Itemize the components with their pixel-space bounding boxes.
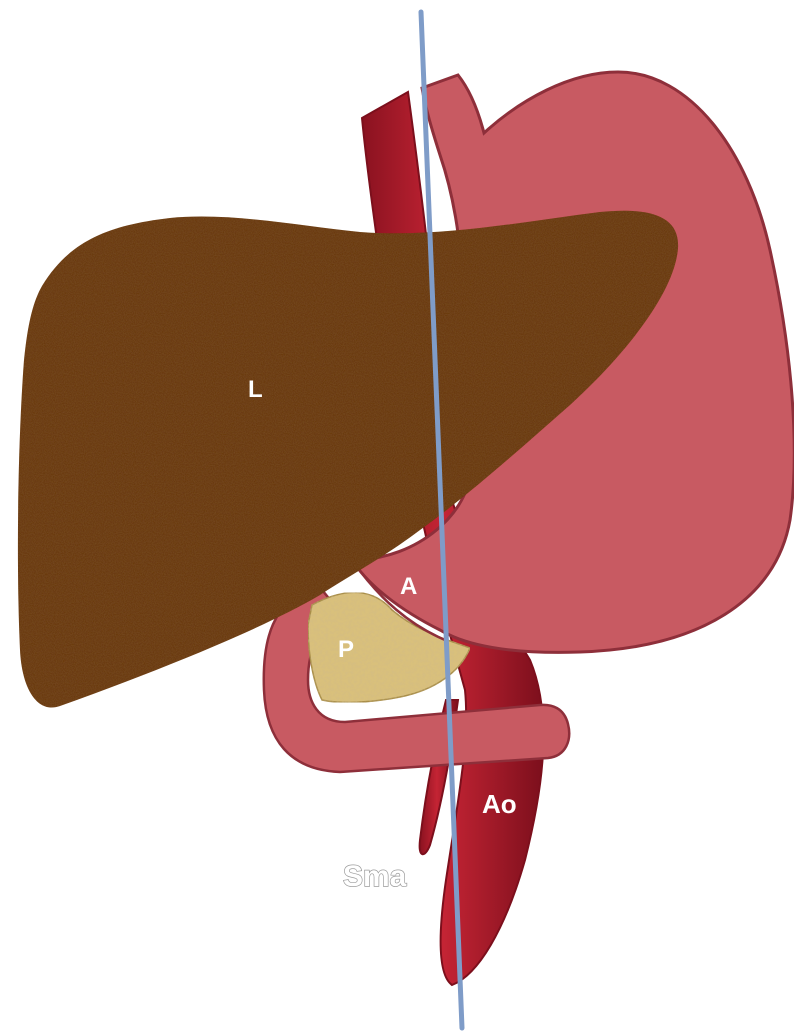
- label-antrum: A: [400, 573, 417, 600]
- label-sma: Sma: [343, 860, 407, 893]
- label-liver: L: [248, 376, 263, 403]
- label-pancreas: P: [338, 636, 354, 663]
- label-aorta: Ao: [482, 789, 517, 819]
